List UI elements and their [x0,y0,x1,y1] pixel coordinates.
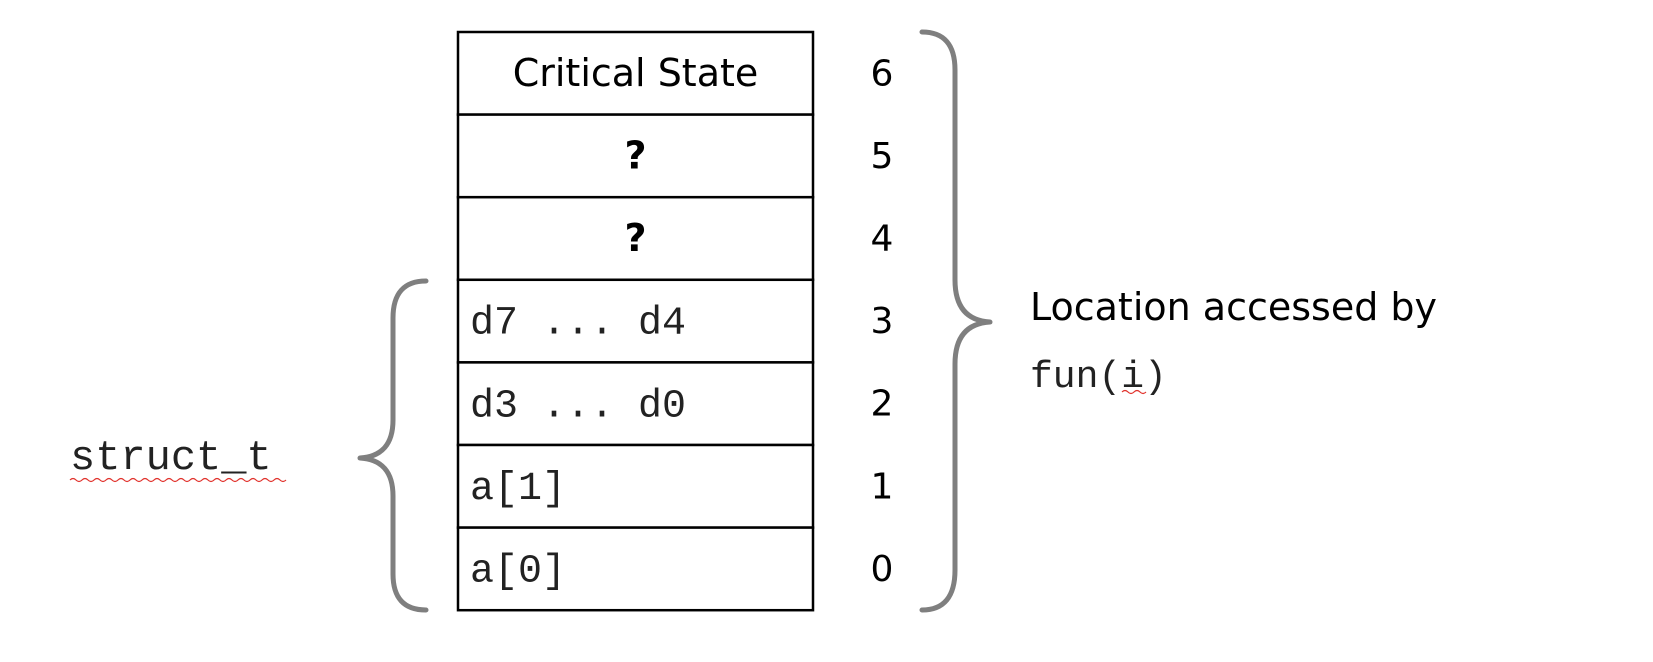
location-caption-line1: Location accessed by [1030,285,1437,329]
memory-cell-0: a[0] 0 [456,526,894,612]
memory-cell-index: 5 [871,136,894,177]
memory-cell-index: 4 [871,219,894,260]
memory-cell-label: d3 ... d0 [470,384,686,429]
func-close: ) [1144,356,1167,399]
memory-cell-index: 6 [871,53,894,94]
memory-cell-4: ?4 [456,195,894,282]
func-arg-squiggle [1121,389,1147,395]
memory-cell-index: 3 [871,301,894,342]
memory-cell-5: ?5 [456,113,894,199]
memory-cell-6: Critical State 6 [456,30,894,116]
memory-cell-box [456,443,815,529]
struct-label-squiggle [69,477,287,483]
memory-cell-box [456,113,815,199]
memory-cell-box [456,278,815,364]
memory-cell-2: d3 ... d0 2 [456,361,894,447]
func-arg: i [1121,356,1144,399]
memory-cell-label: a[0] [470,549,566,594]
memory-cell-label: ? [624,133,646,177]
left-brace [357,278,429,613]
memory-cell-index: 2 [871,384,894,425]
memory-cell-label: Critical State [513,51,759,95]
memory-cell-box [456,195,815,282]
memory-cell-label: a[1] [470,467,566,512]
memory-cell-label: d7 ... d4 [470,302,686,347]
memory-cell-box [456,30,815,116]
right-brace [919,29,993,613]
memory-cell-label: ? [624,216,646,260]
memory-cell-1: a[1] 1 [456,443,894,529]
memory-cell-index: 0 [871,549,894,590]
struct-label: struct_t [70,434,272,482]
memory-cell-3: d7 ... d4 3 [456,278,894,364]
memory-cell-index: 1 [871,466,894,507]
memory-cell-box [456,526,815,612]
func-name: fun( [1030,356,1121,399]
location-caption-line2: fun(i) [1030,356,1167,399]
